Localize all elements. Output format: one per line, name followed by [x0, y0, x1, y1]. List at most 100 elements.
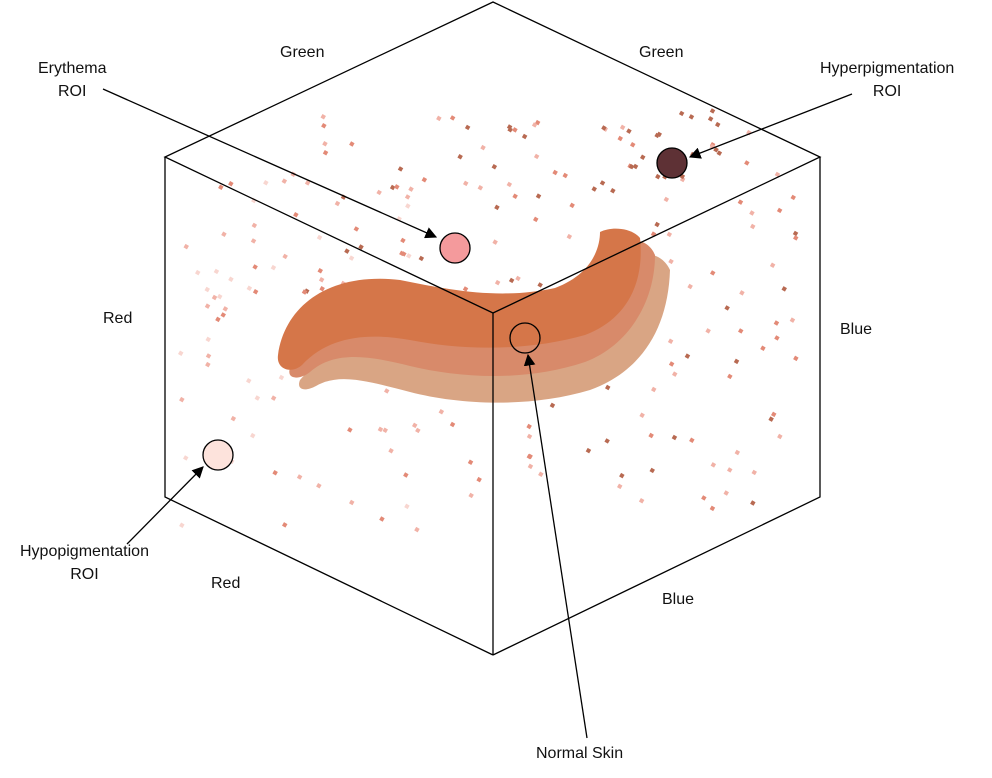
color-point [656, 131, 662, 138]
color-point [648, 432, 654, 439]
skin-band-dark-layer [277, 228, 641, 370]
color-point [220, 312, 226, 318]
color-point [651, 386, 657, 393]
color-point [531, 122, 538, 128]
hypopigmentation-roi-label: Hypopigmentation ROI [20, 540, 149, 586]
color-point [792, 230, 799, 237]
color-point [263, 179, 269, 186]
color-point [671, 434, 678, 441]
color-point [512, 193, 518, 199]
color-point [738, 328, 744, 334]
color-point [739, 290, 745, 296]
color-point [626, 128, 632, 134]
color-point [630, 142, 636, 148]
color-point [358, 244, 364, 250]
color-point [394, 184, 400, 190]
color-point [628, 163, 635, 170]
color-point [183, 243, 189, 250]
color-point [205, 336, 211, 343]
color-point [585, 447, 592, 454]
color-point [230, 415, 237, 422]
color-point [663, 196, 670, 203]
color-point [449, 115, 456, 121]
hypopigmentation-label-line1: Hypopigmentation [20, 543, 149, 560]
color-point [715, 121, 721, 128]
color-point [734, 449, 741, 456]
color-point [218, 184, 224, 190]
color-point [215, 316, 221, 323]
color-point [619, 472, 625, 479]
color-point [281, 522, 288, 528]
color-point [527, 453, 533, 460]
color-point [639, 412, 645, 418]
color-point [421, 177, 428, 183]
color-point [533, 153, 540, 160]
color-point [204, 303, 211, 309]
color-point [506, 181, 513, 188]
color-point [707, 116, 714, 122]
color-point [278, 374, 285, 381]
color-point [773, 320, 780, 326]
color-point [412, 422, 418, 429]
color-point [601, 125, 607, 131]
color-point [438, 408, 445, 415]
normal-skin-roi-marker [509, 322, 541, 354]
color-point [727, 373, 733, 380]
color-point [404, 194, 411, 200]
axis-label-green-left: Green [280, 44, 325, 61]
color-point [716, 150, 723, 156]
color-point [228, 276, 234, 282]
color-point [649, 467, 655, 474]
color-point [304, 180, 311, 186]
erythema-roi-marker [439, 232, 471, 264]
color-point [228, 181, 234, 187]
color-point [684, 353, 691, 359]
hypopigmentation-roi-marker [202, 439, 234, 471]
color-point [246, 285, 253, 291]
color-point [710, 270, 716, 276]
color-point [282, 253, 288, 260]
color-point [301, 289, 308, 295]
color-point [319, 286, 325, 292]
color-point [701, 495, 707, 501]
color-point [769, 262, 776, 268]
color-point [400, 237, 406, 244]
color-point [668, 258, 674, 265]
color-point [774, 171, 781, 178]
color-point [709, 108, 716, 114]
rgb-cube-outline [163, 1, 822, 656]
color-point [492, 239, 498, 245]
color-point [414, 526, 420, 533]
color-point [318, 276, 325, 283]
color-point [617, 483, 623, 490]
cube-top-face [163, 1, 822, 314]
color-point [515, 275, 521, 282]
color-point [527, 463, 534, 470]
axis-label-blue-bottom: Blue [662, 591, 695, 608]
color-point [405, 203, 411, 209]
color-point [211, 294, 218, 301]
axis-label-blue-right: Blue [840, 321, 873, 338]
color-point [710, 462, 717, 468]
color-point [316, 483, 322, 489]
color-point [376, 189, 382, 196]
skin-band-mid-layer [289, 240, 655, 378]
color-point [250, 238, 257, 244]
color-point [667, 338, 674, 344]
color-point [272, 470, 278, 476]
color-point [549, 402, 556, 409]
color-point [632, 163, 639, 170]
color-point [526, 423, 532, 430]
color-point [399, 250, 405, 257]
color-point [205, 353, 212, 359]
axis-label-red-left: Red [103, 310, 133, 327]
color-point [521, 133, 528, 140]
color-point [749, 210, 755, 216]
color-point [599, 180, 606, 186]
axis-label-red-bottom: Red [211, 575, 241, 592]
color-point [462, 286, 469, 292]
color-point [768, 416, 774, 422]
color-point [449, 421, 456, 428]
color-point [512, 127, 518, 133]
color-point [221, 231, 227, 237]
